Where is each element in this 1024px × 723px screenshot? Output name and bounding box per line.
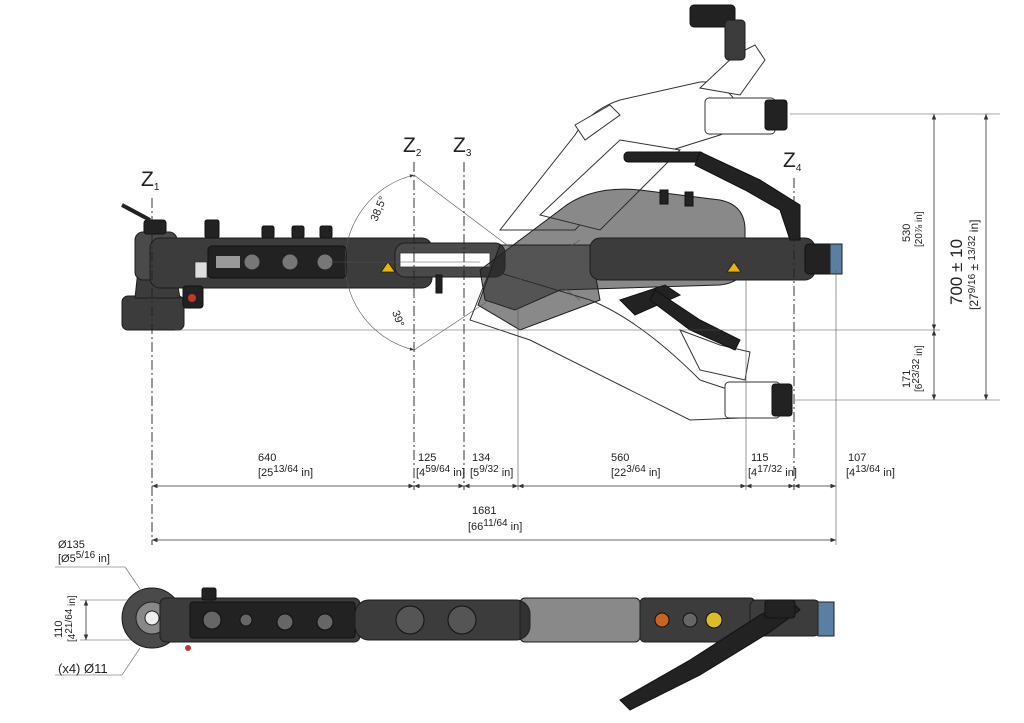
- z2-label: Z2: [403, 134, 422, 159]
- top-view-arm: [121, 4, 843, 421]
- z3-label: Z3: [453, 134, 472, 159]
- z1-label: Z1: [141, 168, 160, 193]
- diameter-inch: [Ø55/16 in]: [58, 550, 110, 565]
- dim-700-mm: 700 ± 10: [947, 239, 966, 305]
- dim-171-inch: [623/32 in]: [911, 345, 925, 392]
- z4-label: Z4: [783, 149, 802, 174]
- height-inch: [421/64 in]: [64, 595, 78, 642]
- dim-115-mm: 115: [751, 452, 769, 464]
- dim-640-mm: 640: [258, 452, 276, 464]
- dim-1681-inch: [6611/64 in]: [468, 518, 522, 533]
- dim-560-mm: 560: [611, 452, 629, 464]
- dim-700-inch: [279/16 ± 13/32 in]: [967, 220, 981, 310]
- dim-134-mm: 134: [472, 452, 490, 464]
- dim-134-inch: [59/32 in]: [470, 464, 513, 479]
- dim-125-inch: [459/64 in]: [416, 464, 465, 479]
- dim-530-inch: [20⅞ in]: [914, 211, 925, 247]
- horizontal-dimension-lines: [152, 483, 836, 543]
- right-extension-lines: [175, 113, 1000, 401]
- side-view-arm: [55, 566, 835, 711]
- dim-171-mm: 171: [901, 370, 913, 388]
- dim-115-inch: [417/32 in]: [748, 464, 797, 479]
- dim-107-mm: 107: [848, 452, 866, 464]
- axis-labels: Z1 Z2 Z3 Z4: [141, 134, 802, 193]
- angle-lower-label: 39°: [389, 309, 406, 329]
- horizontal-dimension-labels: 640 [2513/64 in] 125 [459/64 in] 134 [59…: [258, 452, 895, 533]
- dim-125-mm: 125: [418, 452, 436, 464]
- dim-560-inch: [223/64 in]: [611, 464, 660, 479]
- side-view-labels: Ø135 [Ø55/16 in] 110 [421/64 in] (x4) Ø1…: [53, 539, 110, 676]
- main-arm-body: [121, 151, 843, 331]
- diameter-mm: Ø135: [58, 539, 85, 551]
- dim-107-inch: [413/64 in]: [846, 464, 895, 479]
- dim-640-inch: [2513/64 in]: [258, 464, 313, 479]
- angle-upper-label: 38,5°: [369, 195, 390, 223]
- holes-label: (x4) Ø11: [58, 661, 108, 676]
- height-mm: 110: [53, 620, 65, 638]
- vertical-dimension-labels: 530 [20⅞ in] 171 [623/32 in] 700 ± 10 [2…: [901, 211, 981, 392]
- dim-1681-mm: 1681: [472, 505, 496, 517]
- dim-530-mm: 530: [901, 224, 913, 242]
